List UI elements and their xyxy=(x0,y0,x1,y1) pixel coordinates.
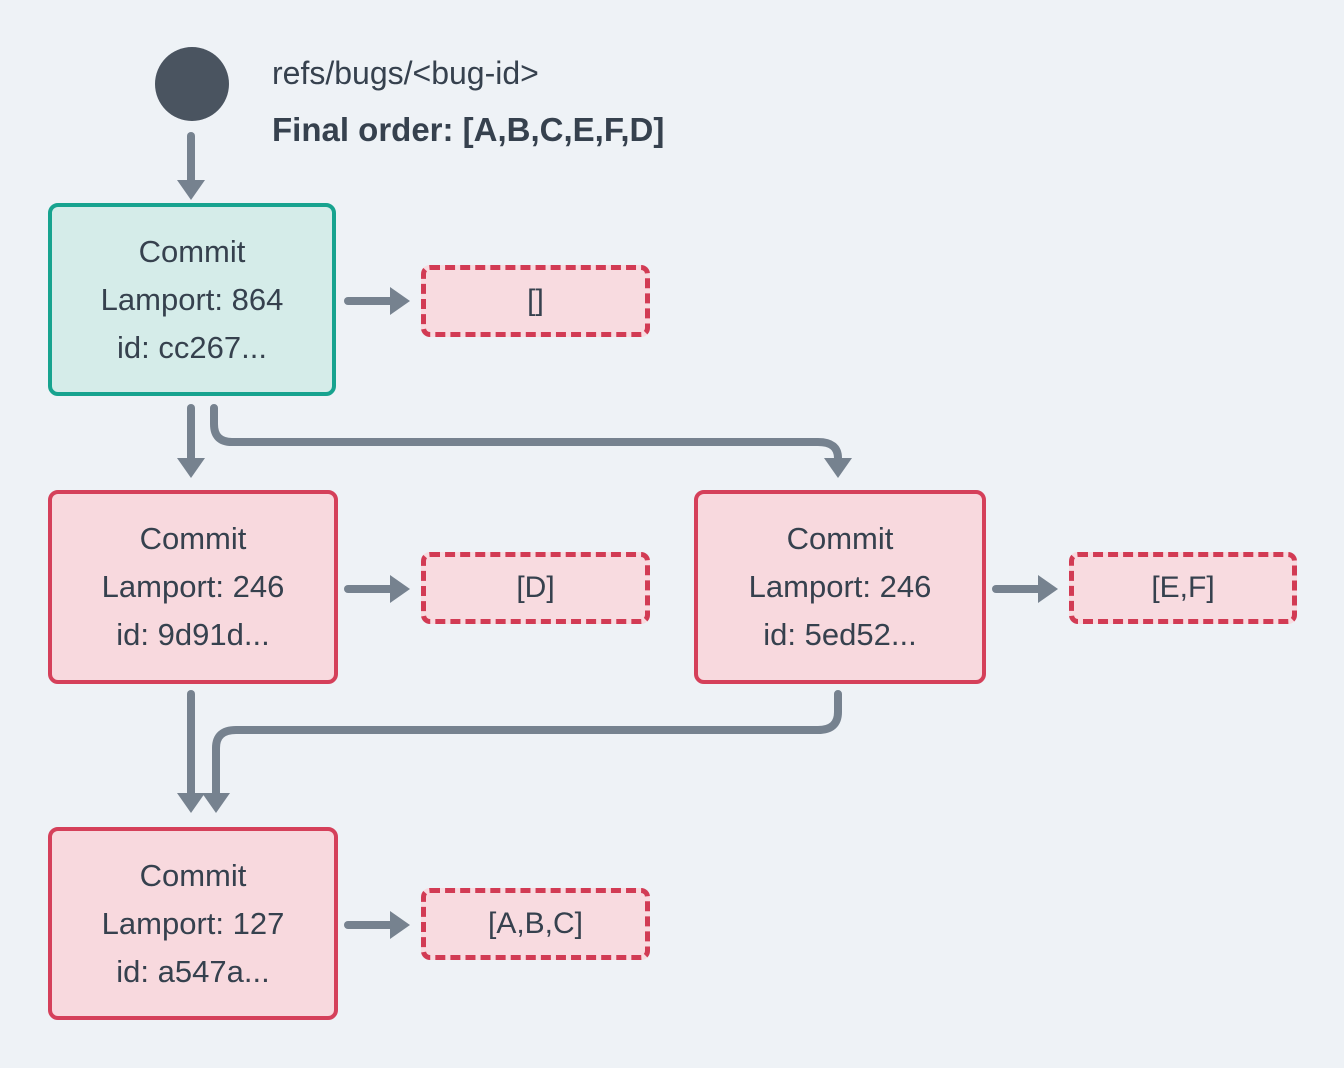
arrow-right-to-payload xyxy=(992,575,1058,603)
commit-title: Commit xyxy=(138,233,246,269)
arrow-right-to-bottom xyxy=(202,690,842,813)
commit-lamport: Lamport: 246 xyxy=(748,569,932,604)
commit-title: Commit xyxy=(139,857,247,893)
payload-box-root: [] xyxy=(421,265,650,337)
commit-node-right: Commit Lamport: 246 id: 5ed52... xyxy=(694,490,986,684)
commit-id: id: 5ed52... xyxy=(763,617,917,652)
arrow-root-to-right xyxy=(210,404,852,478)
commit-id: id: a547a... xyxy=(116,953,270,989)
commit-id: id: 9d91d... xyxy=(116,617,270,652)
arrow-left-to-bottom xyxy=(177,690,205,813)
ref-circle-icon xyxy=(155,47,229,121)
commit-lamport: Lamport: 246 xyxy=(101,569,285,604)
arrow-ref-to-root xyxy=(177,132,205,200)
commit-id: id: cc267... xyxy=(117,329,267,365)
ref-label: refs/bugs/<bug-id> xyxy=(272,55,539,91)
arrow-bottom-to-payload xyxy=(344,911,410,939)
commit-lamport: Lamport: 127 xyxy=(101,905,285,941)
arrow-root-to-left xyxy=(177,404,205,478)
commit-node-bottom: Commit Lamport: 127 id: a547a... xyxy=(48,827,338,1020)
payload-value: [] xyxy=(527,284,544,317)
payload-value: [E,F] xyxy=(1151,571,1215,604)
commit-title: Commit xyxy=(139,521,247,556)
commit-node-left: Commit Lamport: 246 id: 9d91d... xyxy=(48,490,338,684)
payload-box-right: [E,F] xyxy=(1069,552,1297,624)
commit-node-root: Commit Lamport: 864 id: cc267... xyxy=(48,203,336,396)
arrow-left-to-payload xyxy=(344,575,410,603)
payload-box-bottom: [A,B,C] xyxy=(421,888,650,960)
payload-value: [D] xyxy=(516,571,555,604)
commit-lamport: Lamport: 864 xyxy=(100,281,284,317)
payload-box-left: [D] xyxy=(421,552,650,624)
arrow-root-to-payload xyxy=(344,287,410,315)
payload-value: [A,B,C] xyxy=(487,907,584,940)
commit-title: Commit xyxy=(786,521,894,556)
final-order-label: Final order: [A,B,C,E,F,D] xyxy=(272,111,665,148)
